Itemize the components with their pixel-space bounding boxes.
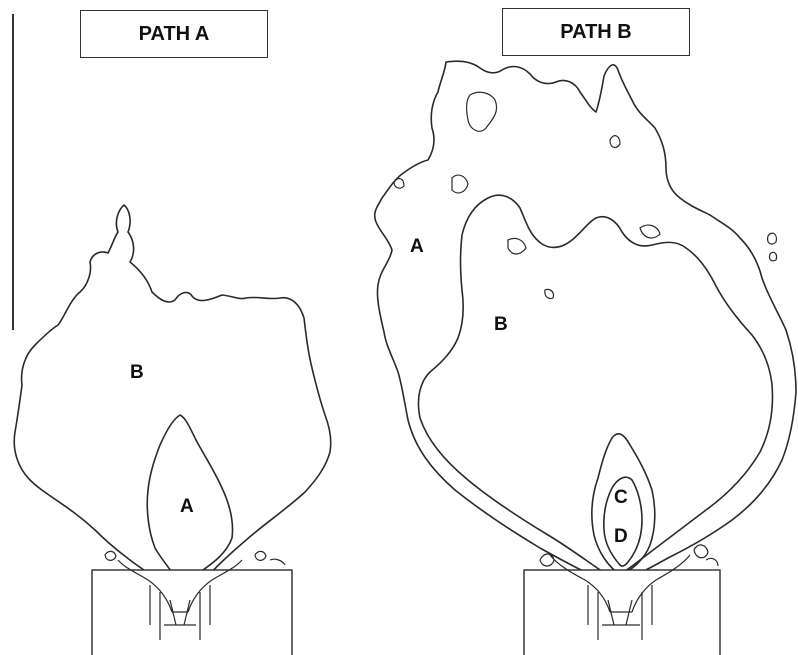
path-b-label-a: A xyxy=(410,236,424,257)
path-a-panel: B A xyxy=(14,205,331,655)
path-b-label-d: D xyxy=(614,526,628,547)
path-b-region-boundary xyxy=(418,195,772,578)
path-b-islands xyxy=(394,92,777,298)
path-a-label-a: A xyxy=(180,496,194,517)
path-a-outer-flame xyxy=(14,205,331,593)
path-b-panel: A B C D xyxy=(375,61,796,655)
path-b-outer-flame xyxy=(375,61,796,585)
path-b-label-c: C xyxy=(614,487,628,508)
path-b-label-b: B xyxy=(494,314,508,335)
path-a-label-b: B xyxy=(130,362,144,383)
path-a-burner xyxy=(92,570,292,655)
